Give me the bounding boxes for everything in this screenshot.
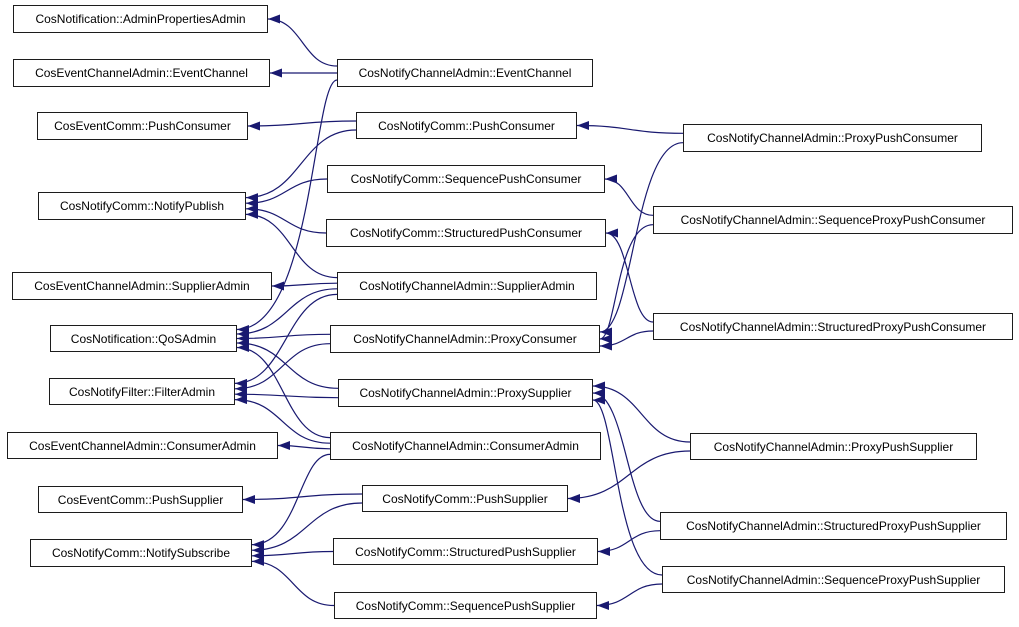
inheritance-edge-sequence-proxy-push-consumer-to-sequence-push-consumer [604, 174, 654, 216]
inheritance-edge-supplier-admin-to-notify-publish [245, 209, 338, 279]
class-node-sequence-proxy-push-consumer[interactable]: CosNotifyChannelAdmin::SequenceProxyPush… [653, 206, 1013, 234]
class-node-sequence-push-consumer[interactable]: CosNotifyComm::SequencePushConsumer [327, 165, 605, 193]
class-node-push-supplier-base[interactable]: CosEventComm::PushSupplier [38, 486, 243, 513]
inheritance-edge-supplier-admin-to-qos-admin [236, 288, 338, 339]
class-node-sequence-proxy-push-supplier[interactable]: CosNotifyChannelAdmin::SequenceProxyPush… [662, 566, 1005, 593]
inheritance-edge-consumer-admin-to-consumer-admin-base [277, 441, 331, 451]
inheritance-edge-sequence-proxy-push-consumer-to-proxy-consumer [599, 224, 654, 344]
inheritance-edge-push-supplier-to-push-supplier-base [242, 493, 363, 504]
class-node-qos-admin[interactable]: CosNotification::QoSAdmin [50, 325, 237, 352]
inheritance-edge-sequence-proxy-push-supplier-to-sequence-push-supplier [596, 583, 663, 610]
inheritance-edge-push-supplier-to-notify-subscribe [251, 502, 363, 555]
inheritance-edge-structured-proxy-push-consumer-to-proxy-consumer [599, 330, 654, 351]
class-node-structured-proxy-push-consumer[interactable]: CosNotifyChannelAdmin::StructuredProxyPu… [653, 313, 1013, 340]
inheritance-edge-sequence-push-supplier-to-notify-subscribe [251, 556, 335, 607]
inheritance-edge-supplier-admin-to-filter-admin [234, 293, 338, 388]
inheritance-edge-proxy-push-supplier-to-push-supplier [567, 450, 691, 503]
inheritance-edge-proxy-push-supplier-to-proxy-supplier [592, 381, 691, 443]
inheritance-edge-sequence-proxy-push-supplier-to-proxy-supplier [592, 395, 663, 576]
class-node-supplier-admin-base[interactable]: CosEventChannelAdmin::SupplierAdmin [12, 272, 272, 300]
class-node-proxy-push-consumer[interactable]: CosNotifyChannelAdmin::ProxyPushConsumer [683, 124, 982, 152]
inheritance-edge-proxy-supplier-to-qos-admin [236, 338, 339, 389]
class-node-supplier-admin[interactable]: CosNotifyChannelAdmin::SupplierAdmin [337, 272, 597, 300]
class-node-proxy-push-supplier[interactable]: CosNotifyChannelAdmin::ProxyPushSupplier [690, 433, 977, 460]
class-node-structured-push-consumer[interactable]: CosNotifyComm::StructuredPushConsumer [326, 219, 606, 247]
class-node-consumer-admin[interactable]: CosNotifyChannelAdmin::ConsumerAdmin [330, 432, 601, 460]
inheritance-edge-proxy-consumer-to-filter-admin [234, 343, 331, 394]
class-node-notify-publish[interactable]: CosNotifyComm::NotifyPublish [38, 192, 246, 220]
class-node-admin-properties-admin[interactable]: CosNotification::AdminPropertiesAdmin [13, 5, 268, 33]
class-node-push-consumer[interactable]: CosNotifyComm::PushConsumer [356, 112, 577, 139]
inheritance-edge-consumer-admin-to-qos-admin [236, 343, 331, 439]
inheritance-edge-sequence-push-consumer-to-notify-publish [245, 178, 328, 208]
class-node-notify-subscribe[interactable]: CosNotifyComm::NotifySubscribe [30, 539, 252, 567]
inheritance-edge-proxy-supplier-to-filter-admin [234, 389, 339, 399]
inheritance-edge-structured-proxy-push-supplier-to-structured-push-supplier [597, 530, 661, 556]
inheritance-edge-event-channel-to-admin-properties-admin [267, 14, 338, 67]
inheritance-edge-structured-proxy-push-consumer-to-structured-push-consumer [605, 228, 654, 323]
inheritance-edge-push-consumer-to-notify-publish [245, 129, 357, 203]
inheritance-edge-structured-push-consumer-to-notify-publish [245, 204, 327, 234]
class-node-event-channel[interactable]: CosNotifyChannelAdmin::EventChannel [337, 59, 593, 87]
class-node-proxy-supplier[interactable]: CosNotifyChannelAdmin::ProxySupplier [338, 379, 593, 407]
edge-group [234, 14, 691, 610]
class-node-push-supplier[interactable]: CosNotifyComm::PushSupplier [362, 485, 568, 512]
inheritance-edge-supplier-admin-to-supplier-admin-base [271, 281, 338, 291]
class-node-proxy-consumer[interactable]: CosNotifyChannelAdmin::ProxyConsumer [330, 325, 600, 353]
inheritance-edge-proxy-push-consumer-to-proxy-consumer [599, 142, 684, 337]
class-node-consumer-admin-base[interactable]: CosEventChannelAdmin::ConsumerAdmin [7, 432, 278, 459]
inheritance-edge-consumer-admin-to-filter-admin [234, 395, 331, 444]
class-node-event-channel-base[interactable]: CosEventChannelAdmin::EventChannel [13, 59, 270, 87]
inheritance-edge-push-consumer-to-push-consumer-base [247, 120, 357, 131]
class-node-push-consumer-base[interactable]: CosEventComm::PushConsumer [37, 112, 248, 140]
class-node-filter-admin[interactable]: CosNotifyFilter::FilterAdmin [49, 378, 235, 405]
inheritance-edge-structured-push-supplier-to-notify-subscribe [251, 550, 334, 561]
class-node-structured-proxy-push-supplier[interactable]: CosNotifyChannelAdmin::StructuredProxyPu… [660, 512, 1007, 540]
class-node-structured-push-supplier[interactable]: CosNotifyComm::StructuredPushSupplier [333, 538, 598, 565]
inheritance-edge-proxy-push-consumer-to-push-consumer [576, 121, 684, 134]
class-node-sequence-push-supplier[interactable]: CosNotifyComm::SequencePushSupplier [334, 592, 597, 619]
inheritance-edge-event-channel-to-qos-admin [236, 79, 338, 334]
inheritance-edge-proxy-consumer-to-qos-admin [236, 333, 331, 343]
inheritance-edge-consumer-admin-to-notify-subscribe [251, 453, 331, 550]
